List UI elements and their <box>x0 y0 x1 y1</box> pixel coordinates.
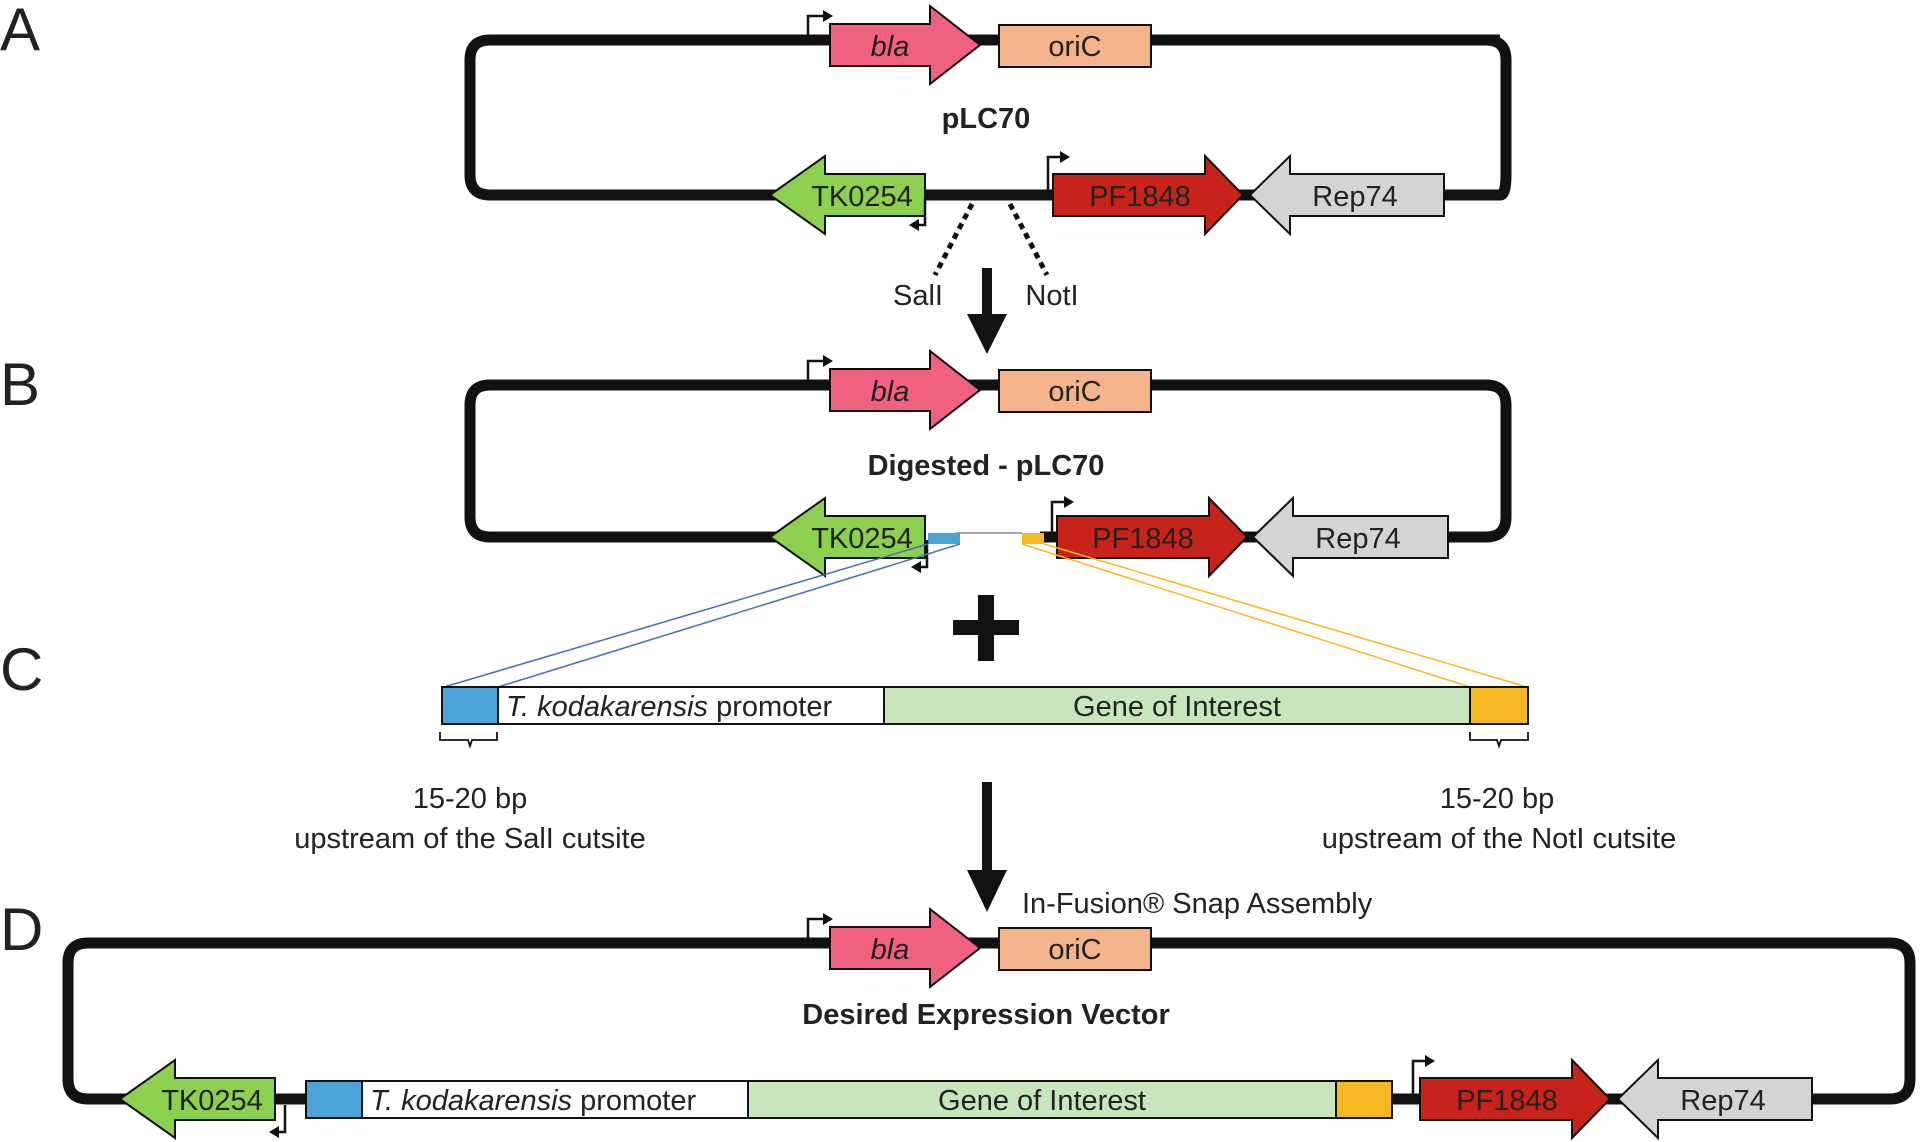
plasmid-d-backbone <box>62 937 1916 1105</box>
homology-guide-lines <box>443 543 1528 688</box>
plasmid-b-backbone <box>464 379 1512 543</box>
plus-sign <box>953 595 1019 661</box>
sali-homology-end <box>928 533 960 544</box>
right-homology-arm <box>1469 686 1529 725</box>
rep74-gene: Rep74 <box>1616 1057 1813 1141</box>
panel-label-d: D <box>0 896 43 963</box>
pf1848-promoter-icon <box>1050 500 1066 535</box>
tk0254-gene: TK0254 <box>768 496 926 578</box>
insert-fragment: T. kodakarensis promoter Gene of Interes… <box>441 686 1529 725</box>
bla-gene: bla <box>829 348 982 432</box>
right-bracket <box>1469 732 1529 749</box>
tk0254-promoter-icon <box>920 540 929 569</box>
noti-label: NotI <box>1025 280 1078 312</box>
svg-text:bla: bla <box>871 376 910 408</box>
svg-text:PF1848: PF1848 <box>1092 523 1194 555</box>
right-homology-note-1: 15-20 bp <box>1440 783 1555 815</box>
plasmid-a-title: pLC70 <box>942 103 1031 135</box>
assembly-arrow <box>967 782 1007 912</box>
gene-of-interest-label: Gene of Interest <box>938 1085 1146 1117</box>
pf1848-gene: PF1848 <box>1419 1057 1612 1141</box>
tk0254-gene: TK0254 <box>118 1058 276 1140</box>
pf1848-gene: PF1848 <box>1052 153 1245 237</box>
left-homology-arm <box>305 1080 363 1119</box>
assembly-label: In-Fusion® Snap Assembly <box>1022 888 1373 920</box>
svg-text:Rep74: Rep74 <box>1315 523 1400 555</box>
left-homology-arm <box>441 686 499 725</box>
left-homology-note-1: 15-20 bp <box>413 783 528 815</box>
bla-promoter-icon <box>806 917 825 941</box>
gene-of-interest-region <box>747 1080 1337 1119</box>
sali-cut-line <box>932 202 975 277</box>
pf1848-promoter-icon <box>1046 155 1062 193</box>
rep74-gene: Rep74 <box>1248 153 1445 237</box>
digest-arrow <box>967 268 1007 354</box>
gene-of-interest-label: Gene of Interest <box>1073 691 1281 723</box>
oric-element: oriC <box>998 369 1152 413</box>
svg-text:oriC: oriC <box>1048 31 1101 63</box>
svg-text:TK0254: TK0254 <box>811 181 913 213</box>
sali-label: SalI <box>893 280 943 312</box>
plasmid-a-backbone <box>464 34 1512 201</box>
tk0254-promoter-icon <box>278 1105 287 1134</box>
bla-promoter-icon <box>806 359 825 383</box>
tk0254-promoter-icon <box>918 198 927 227</box>
svg-text:bla: bla <box>871 934 910 966</box>
left-bracket <box>439 732 498 749</box>
svg-text:oriC: oriC <box>1048 376 1101 408</box>
right-homology-note-2: upstream of the NotI cutsite <box>1322 823 1677 855</box>
svg-text:TK0254: TK0254 <box>161 1085 263 1117</box>
pf1848-promoter-icon <box>1411 1059 1427 1097</box>
panel-label-c: C <box>0 636 43 703</box>
plasmid-d-title: Desired Expression Vector <box>802 999 1170 1031</box>
inserted-cassette: T. kodakarensis promoter Gene of Interes… <box>305 1080 1393 1119</box>
svg-text:PF1848: PF1848 <box>1089 181 1191 213</box>
noti-homology-end <box>1022 533 1044 544</box>
svg-text:Rep74: Rep74 <box>1312 181 1397 213</box>
bla-promoter-icon <box>806 14 825 38</box>
right-homology-arm <box>1335 1080 1393 1119</box>
oric-element: oriC <box>998 927 1152 971</box>
noti-cut-line <box>1007 202 1050 277</box>
svg-text:Rep74: Rep74 <box>1680 1085 1765 1117</box>
rep74-gene: Rep74 <box>1251 495 1449 579</box>
plasmid-b-title: Digested - pLC70 <box>868 450 1105 482</box>
panel-label-b: B <box>0 351 40 418</box>
oric-element: oriC <box>998 24 1152 68</box>
svg-text:bla: bla <box>871 31 910 63</box>
promoter-label: T. kodakarensis promoter <box>370 1085 696 1117</box>
bla-gene: bla <box>829 906 982 990</box>
tk0254-gene: TK0254 <box>768 154 926 236</box>
promoter-label: T. kodakarensis promoter <box>506 691 832 723</box>
svg-text:TK0254: TK0254 <box>811 523 913 555</box>
left-homology-note-2: upstream of the SalI cutsite <box>294 823 645 855</box>
pf1848-gene: PF1848 <box>1056 495 1249 579</box>
bla-gene: bla <box>829 3 982 87</box>
svg-text:oriC: oriC <box>1048 934 1101 966</box>
panel-label-a: A <box>0 0 40 63</box>
svg-text:PF1848: PF1848 <box>1456 1085 1558 1117</box>
